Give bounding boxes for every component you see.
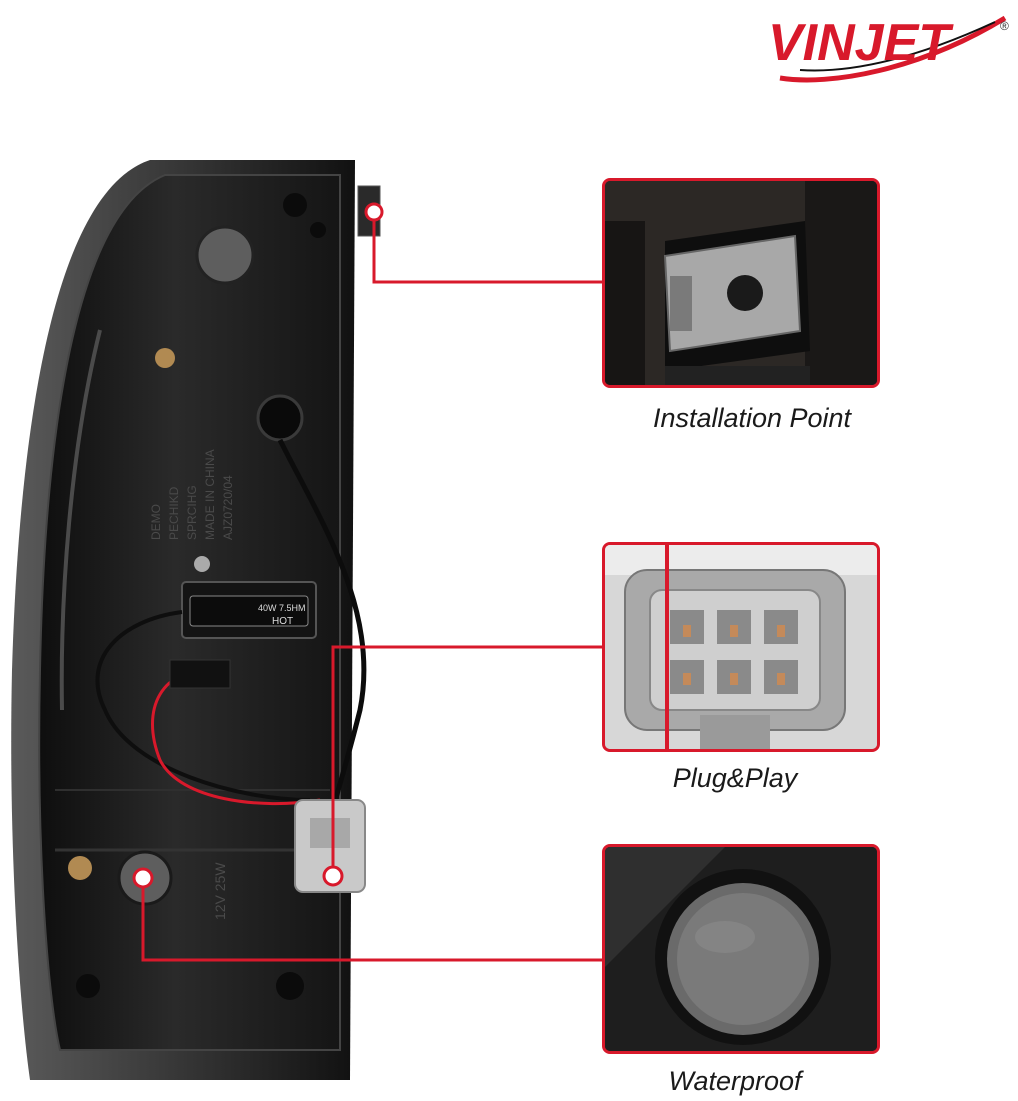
brand-text: VINJET <box>768 14 954 72</box>
waterproof-caption: Waterproof <box>668 1066 802 1096</box>
installation-point-panel <box>602 178 880 388</box>
stamp-line-3: SPRCIHG <box>185 485 199 540</box>
stamp-line-1: DEMO <box>149 504 163 540</box>
registered-mark: ® <box>1000 19 1009 33</box>
stamp-line-2: PECHIKD <box>167 486 181 540</box>
plug-and-play-panel <box>602 542 880 752</box>
metal-clip-photo <box>605 181 877 385</box>
resistor-rating: 40W 7.5HM <box>258 603 306 613</box>
stamp-bottom: 12V 25W <box>212 862 228 920</box>
plug-and-play-caption: Plug&Play <box>672 763 798 793</box>
stamp-line-4: MADE IN CHINA <box>203 449 217 540</box>
resistor-hot-label: HOT <box>272 616 293 627</box>
connector-plug-photo <box>605 545 877 749</box>
vinjet-logo: VINJET ® <box>768 14 1009 83</box>
rubber-grommet-photo <box>605 847 877 1051</box>
tail-lamp-rear-housing: DEMO PECHIKD SPRCIHG MADE IN CHINA AJZ07… <box>11 160 381 1080</box>
waterproof-panel <box>602 844 880 1054</box>
stamp-line-5: AJZ0720/04 <box>221 475 235 540</box>
installation-point-caption: Installation Point <box>652 403 852 433</box>
